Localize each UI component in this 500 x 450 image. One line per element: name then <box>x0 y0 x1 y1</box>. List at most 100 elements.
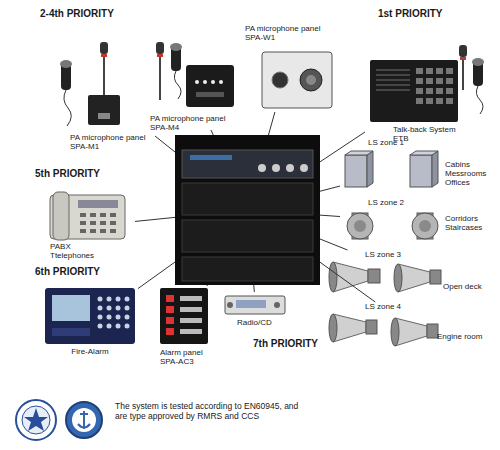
handheld-mic <box>472 58 484 114</box>
device-label: Alarm panel SPA-AC3 <box>160 348 215 366</box>
connector-line <box>268 112 274 135</box>
telephone-keys <box>80 213 116 233</box>
connector-line <box>320 215 340 216</box>
priority-label: 6th PRIORITY <box>35 266 145 278</box>
amplifier-unit <box>182 150 313 178</box>
device-label: LS zone 4 <box>365 302 425 311</box>
mic-ring <box>101 54 107 57</box>
device-label: Fire-Alarm <box>42 347 138 356</box>
radio-body <box>225 296 285 314</box>
fire-alarm-strip <box>52 328 90 336</box>
mic-head <box>459 45 467 57</box>
telephone-display <box>78 200 118 208</box>
connector-stroke <box>206 285 208 286</box>
device-label: LS zone 3 <box>365 250 425 259</box>
zone-description: Engine room <box>437 332 495 341</box>
panel-button <box>196 92 224 97</box>
device-label: Talk-back System ETB <box>393 125 473 143</box>
speaker-zone: LS zone 4 Engine room <box>325 302 495 352</box>
panel-body <box>262 52 332 108</box>
alarm-buttons <box>166 295 202 335</box>
rack-module <box>182 220 313 252</box>
connector-line <box>320 239 348 250</box>
priority-label: 5th PRIORITY <box>35 168 145 180</box>
horn-speaker <box>329 314 377 342</box>
connector-stroke <box>268 112 274 135</box>
connector-line <box>320 262 375 302</box>
approval-note: The system is tested according to EN6094… <box>115 402 310 422</box>
fire-alarm-body <box>45 288 135 344</box>
radio-cd: Radio/CD <box>222 292 290 332</box>
gooseneck <box>159 52 161 100</box>
rack-module <box>182 183 313 215</box>
box-speaker <box>345 151 373 187</box>
radio-display <box>236 300 266 308</box>
telephone: PABX Ttelephones <box>45 190 135 262</box>
connector-line <box>155 136 175 152</box>
connector-stroke <box>211 130 213 135</box>
connector-stroke <box>138 262 175 289</box>
panel-body <box>186 65 234 107</box>
panel-body <box>88 95 120 125</box>
connector-stroke <box>320 215 340 216</box>
connector-line <box>206 285 208 286</box>
fire-alarm-panel: Fire-Alarm <box>42 286 138 360</box>
connector-line <box>320 132 365 162</box>
approval-logo <box>66 402 102 438</box>
device-label: LS zone 1 <box>368 138 428 147</box>
alarm-panel-body <box>160 288 208 344</box>
handset <box>53 192 69 240</box>
rack-module <box>182 257 313 281</box>
connector-stroke <box>320 186 340 191</box>
zone-description: Open deck <box>443 282 495 291</box>
device-label: PABX Ttelephones <box>50 242 105 260</box>
connector-stroke <box>320 132 365 162</box>
zone-description: Cabins Messrooms Offices <box>445 160 495 188</box>
display-strip <box>190 155 232 160</box>
connector-stroke <box>155 136 175 152</box>
mic-panel: PA microphone panel SPA-M1 <box>55 40 155 152</box>
speaker-zone: LS zone 3 Open deck <box>325 250 495 300</box>
connector-stroke <box>320 262 375 302</box>
priority-label: 2-4th PRIORITY <box>40 8 150 20</box>
connector-stroke <box>320 239 348 250</box>
knob <box>272 164 280 172</box>
knob <box>286 164 294 172</box>
horn-speaker <box>391 318 438 346</box>
device-label: PA microphone panel SPA-M1 <box>70 133 160 151</box>
round-speaker <box>347 213 373 239</box>
device-label: Radio/CD <box>237 318 292 327</box>
device-label: PA microphone panel SPA-M4 <box>150 114 240 132</box>
panel-body <box>370 60 458 122</box>
handheld-mic <box>60 60 72 126</box>
round-speaker <box>412 213 438 239</box>
device-label: PA microphone panel SPA-W1 <box>245 24 335 42</box>
connector-stroke <box>135 217 175 221</box>
equipment-rack <box>175 135 320 285</box>
mic-ring <box>157 54 163 57</box>
priority-label: 1st PRIORITY <box>378 8 488 20</box>
speaker-zone: LS zone 2Corridors Staircases <box>340 198 495 246</box>
knob <box>258 164 266 172</box>
fire-alarm-keys <box>98 297 130 329</box>
connector-line <box>320 186 340 191</box>
talkback-panel: Talk-back System ETB <box>365 38 490 143</box>
mic-panel: PA microphone panel SPA-M4 <box>140 38 240 130</box>
connector-stroke <box>253 285 255 292</box>
connector-line <box>135 217 175 221</box>
mic-panel: PA microphone panel SPA-W1 <box>240 22 335 112</box>
rack-body <box>175 135 320 285</box>
speaker-grille <box>376 70 410 90</box>
keypad <box>416 68 453 104</box>
panel-button <box>98 113 110 119</box>
horn-speaker <box>394 264 441 292</box>
speaker-grille <box>300 69 322 91</box>
alarm-panel: Alarm panel SPA-AC3 <box>155 286 215 368</box>
mic-socket <box>272 72 288 88</box>
zone-description: Corridors Staircases <box>445 214 495 232</box>
speaker-zone: LS zone 1 Cabins Messrooms Offices <box>340 138 495 194</box>
knob <box>300 164 308 172</box>
fire-alarm-screen <box>52 295 90 321</box>
